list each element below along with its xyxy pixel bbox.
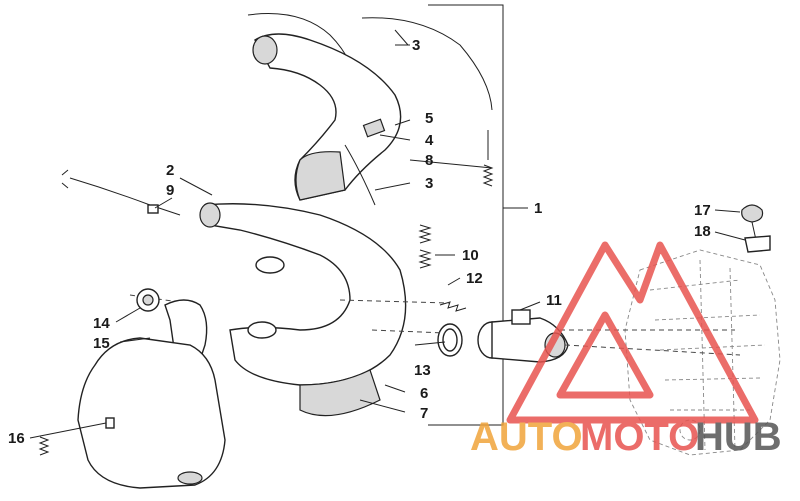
callout-6: 6 [420,385,428,402]
callout-12: 12 [466,270,483,287]
callout-8: 8 [425,152,433,169]
gasket-14 [136,288,160,312]
watermark-logo: AUTO MOTO HUB [470,241,782,459]
callout-5: 5 [425,110,433,127]
callout-18: 18 [694,223,711,240]
callout-11: 11 [546,292,562,309]
spring-8 [482,130,494,187]
alignment-lines [129,294,741,356]
callout-14: 14 [93,315,110,332]
gasket-13 [437,323,463,357]
expansion-chamber [252,33,402,201]
leader-lines [29,44,746,439]
callout-1-bracket [428,4,528,426]
callout-10: 10 [462,247,479,264]
head-pipe [199,202,407,417]
callout-3-top: 3 [412,37,420,54]
callout-16: 16 [8,430,25,447]
callout-3-lower: 3 [425,175,433,192]
watermark-text-moto: MOTO [580,415,699,459]
cap-17 [741,204,771,253]
callout-17: 17 [694,202,711,219]
sensor-lead [61,169,181,216]
spring-12 [439,301,467,312]
callout-15: 15 [93,335,110,352]
callout-labels: 1 2 3 3 4 5 6 7 8 9 10 11 12 13 14 15 16… [8,37,711,447]
callout-1: 1 [534,200,542,217]
callout-13: 13 [414,362,431,379]
callout-2: 2 [166,162,174,179]
muffler-15 [77,299,226,489]
strap-lower [344,144,376,206]
spring-10 [418,224,432,269]
watermark-text-auto: AUTO [470,415,583,459]
watermark-text-hub: HUB [695,415,782,459]
callout-7: 7 [420,405,428,422]
spring-16 [38,436,50,456]
callout-4: 4 [425,132,434,149]
watermark-triangle-icon [506,241,759,424]
callout-9: 9 [166,182,174,199]
